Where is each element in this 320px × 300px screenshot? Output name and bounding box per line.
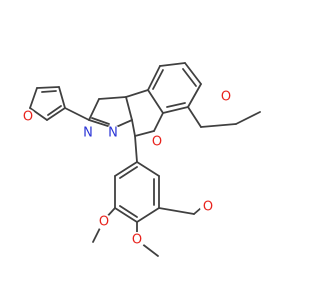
pyrazoline-nitrogen-label: N: [83, 126, 93, 141]
bond: [152, 69, 164, 90]
bond: [98, 96, 127, 100]
bond: [136, 207, 160, 223]
bridge-nitrogen-label: N: [108, 126, 118, 141]
bond: [114, 161, 138, 177]
bond: [29, 107, 48, 121]
bond: [182, 68, 197, 87]
bond: [131, 119, 136, 137]
bond: [166, 102, 186, 108]
bond: [46, 107, 66, 121]
methoxy-left-oxygen-label: O: [99, 215, 109, 230]
molecule-structure-diagram: O O O N N O O O: [20, 62, 261, 257]
bond: [58, 86, 66, 109]
bond: [29, 87, 38, 109]
bond: [47, 105, 62, 116]
bond: [200, 123, 237, 128]
methoxy-middle-oxygen-label: O: [132, 233, 142, 248]
bond: [125, 96, 133, 121]
bond: [187, 83, 202, 108]
bond: [158, 207, 195, 215]
bond: [153, 112, 164, 132]
bond: [147, 65, 161, 91]
bond: [64, 107, 90, 121]
furan-oxygen-label: O: [23, 110, 33, 125]
bond: [91, 117, 110, 125]
atom-labels: O O O N N O O O: [20, 89, 234, 248]
ethoxy-oxygen-label: O: [221, 90, 231, 105]
bond: [134, 135, 138, 163]
bond: [235, 111, 261, 125]
bond-lines: [29, 62, 261, 257]
bond: [119, 166, 138, 179]
bond: [119, 205, 138, 218]
ring-oxygen-label: O: [152, 135, 162, 150]
methoxy-right-oxygen-label: O: [203, 200, 213, 215]
bond: [136, 161, 160, 177]
bond: [162, 106, 189, 114]
bond: [147, 89, 164, 114]
bond: [134, 130, 155, 137]
bond: [159, 62, 186, 67]
bond: [88, 98, 100, 121]
bond: [41, 90, 57, 93]
bond: [36, 86, 60, 89]
bond: [187, 106, 202, 128]
bond: [114, 207, 138, 223]
bond: [184, 62, 202, 85]
bond: [125, 89, 149, 98]
